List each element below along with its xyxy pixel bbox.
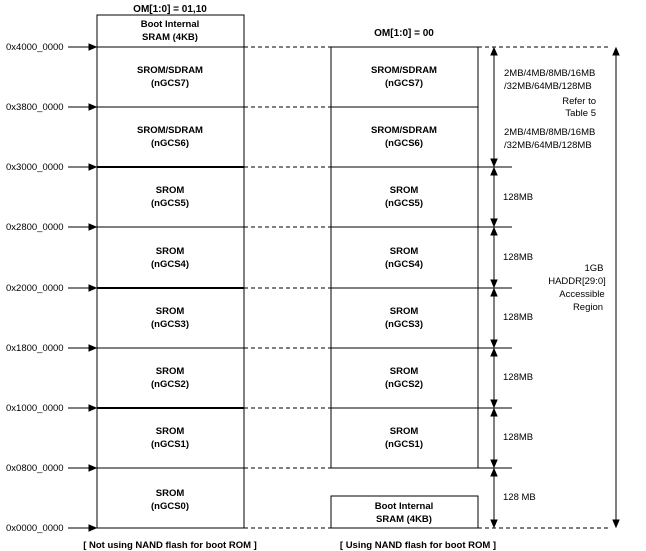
bank0-size-label: 128 MB xyxy=(503,492,536,503)
left-memory-column xyxy=(96,14,245,529)
address-label: 0x1000_0000 xyxy=(6,403,64,414)
right-block-label: SROM xyxy=(390,366,419,377)
right-block-label: SROM xyxy=(390,426,419,437)
bank3-size-label: 128MB xyxy=(503,312,533,323)
bank6-size-label: /32MB/64MB/128MB xyxy=(504,140,592,151)
left-block-label: SROM xyxy=(156,306,185,317)
refer-table-note: Refer to xyxy=(562,96,596,107)
left-block-label: Boot Internal xyxy=(141,19,200,30)
right-memory-column xyxy=(330,46,479,529)
left-block-label: SROM/SDRAM xyxy=(137,65,203,76)
left-block-sublabel: (nGCS4) xyxy=(151,259,189,270)
address-label: 0x4000_0000 xyxy=(6,42,64,53)
bank4-size-label: 128MB xyxy=(503,252,533,263)
right-block-label: SROM xyxy=(390,306,419,317)
right-block-sublabel: (nGCS1) xyxy=(385,439,423,450)
left-block-label: SROM xyxy=(156,426,185,437)
left-block-label: SROM xyxy=(156,366,185,377)
right-block-sublabel: (nGCS5) xyxy=(385,198,423,209)
right-mode-header: OM[1:0] = 00 xyxy=(374,28,434,39)
left-block-sublabel: (nGCS3) xyxy=(151,319,189,330)
bank5-size-label: 128MB xyxy=(503,192,533,203)
right-block-sublabel: (nGCS6) xyxy=(385,138,423,149)
right-block-label: Boot Internal xyxy=(375,501,434,512)
left-block-label: SROM xyxy=(156,246,185,257)
address-label: 0x3800_0000 xyxy=(6,102,64,113)
left-block-sublabel: (nGCS5) xyxy=(151,198,189,209)
address-label: 0x2000_0000 xyxy=(6,283,64,294)
right-caption: [ Using NAND flash for boot ROM ] xyxy=(340,540,496,551)
total-region-label: 1GB xyxy=(584,263,603,274)
total-region-arrow xyxy=(612,46,620,529)
right-block-label: SROM/SDRAM xyxy=(371,125,437,136)
left-block-label: SROM xyxy=(156,488,185,499)
right-block-label: SROM xyxy=(390,246,419,257)
right-block-sublabel: (nGCS4) xyxy=(385,259,423,270)
refer-table-note: Table 5 xyxy=(565,108,596,119)
address-label: 0x2800_0000 xyxy=(6,222,64,233)
bank6-size-label: 2MB/4MB/8MB/16MB xyxy=(504,127,595,138)
bank-size-arrows xyxy=(478,46,512,529)
bank2-size-label: 128MB xyxy=(503,372,533,383)
right-block-label: SROM xyxy=(390,185,419,196)
right-block-sublabel: (nGCS7) xyxy=(385,78,423,89)
address-arrows xyxy=(68,43,98,532)
left-block-sublabel: (nGCS1) xyxy=(151,439,189,450)
left-block-sublabel: (nGCS2) xyxy=(151,379,189,390)
right-block-sublabel: SRAM (4KB) xyxy=(376,514,432,525)
left-block-sublabel: (nGCS0) xyxy=(151,501,189,512)
left-caption: [ Not using NAND flash for boot ROM ] xyxy=(83,540,257,551)
left-block-sublabel: (nGCS6) xyxy=(151,138,189,149)
left-block-label: SROM/SDRAM xyxy=(137,125,203,136)
dashed-connectors xyxy=(244,46,608,529)
total-region-label: Region xyxy=(573,302,603,313)
left-block-sublabel: SRAM (4KB) xyxy=(142,32,198,43)
right-block-label: SROM/SDRAM xyxy=(371,65,437,76)
left-block-label: SROM xyxy=(156,185,185,196)
bank7-size-label: 2MB/4MB/8MB/16MB xyxy=(504,68,595,79)
address-label: 0x3000_0000 xyxy=(6,162,64,173)
left-block-sublabel: (nGCS7) xyxy=(151,78,189,89)
bank7-size-label: /32MB/64MB/128MB xyxy=(504,81,592,92)
total-region-label: Accessible xyxy=(559,289,604,300)
address-label: 0x0000_0000 xyxy=(6,523,64,534)
bank1-size-label: 128MB xyxy=(503,432,533,443)
address-label: 0x1800_0000 xyxy=(6,343,64,354)
left-mode-header: OM[1:0] = 01,10 xyxy=(133,4,207,15)
right-block-sublabel: (nGCS2) xyxy=(385,379,423,390)
total-region-label: HADDR[29:0] xyxy=(548,276,606,287)
right-block-sublabel: (nGCS3) xyxy=(385,319,423,330)
address-label: 0x0800_0000 xyxy=(6,463,64,474)
